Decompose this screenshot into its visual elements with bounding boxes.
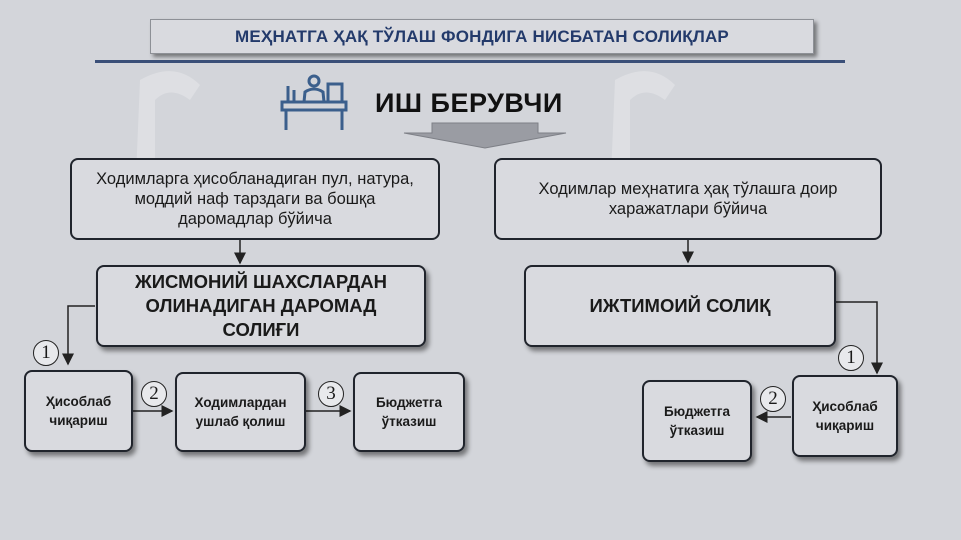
right-basis-text: Ходимлар меҳнатига ҳақ тўлашга доир хара… <box>538 180 838 218</box>
left-step-1-box: Ҳисоблаб чиқариш <box>24 370 133 452</box>
right-basis-box: Ходимлар меҳнатига ҳақ тўлашга доир хара… <box>494 158 882 240</box>
left-step-2-box: Ходимлардан ушлаб қолиш <box>175 372 306 452</box>
left-step-2-label: Ходимлардан ушлаб қолиш <box>194 395 287 429</box>
right-step-1-box: Ҳисоблаб чиқариш <box>792 375 898 457</box>
left-tax-box: ЖИСМОНИЙ ШАХСЛАРДАН ОЛИНАДИГАН ДАРОМАД С… <box>96 265 426 347</box>
left-step-3-label: Бюджетга ўтказиш <box>375 395 443 429</box>
left-step-1-number: 1 <box>33 340 59 366</box>
right-step-2-label: Бюджетга ўтказиш <box>663 404 731 438</box>
right-step-2-box: Бюджетга ўтказиш <box>642 380 752 462</box>
left-step-2-number: 2 <box>141 381 167 407</box>
title-underline <box>95 60 845 63</box>
left-step-1-label: Ҳисоблаб чиқариш <box>45 394 112 428</box>
right-tax-text: ИЖТИМОИЙ СОЛИҚ <box>589 295 771 316</box>
right-step-1-label: Ҳисоблаб чиқариш <box>812 399 878 433</box>
left-step-3-number: 3 <box>318 381 344 407</box>
employer-label: ИШ БЕРУВЧИ <box>375 88 563 118</box>
right-tax-box: ИЖТИМОИЙ СОЛИҚ <box>524 265 836 347</box>
left-basis-text: Ходимларга ҳисобланадиган пул, натура, м… <box>96 170 414 228</box>
left-step-3-box: Бюджетга ўтказиш <box>353 372 465 452</box>
right-step-1-number: 1 <box>838 345 864 371</box>
employer-arrow <box>403 122 567 149</box>
page-title-text: МЕҲНАТГА ҲАҚ ТЎЛАШ ФОНДИГА НИСБАТАН СОЛИ… <box>235 26 729 46</box>
right-step-2-number: 2 <box>760 386 786 412</box>
left-basis-box: Ходимларга ҳисобланадиган пул, натура, м… <box>70 158 440 240</box>
page-title: МЕҲНАТГА ҲАҚ ТЎЛАШ ФОНДИГА НИСБАТАН СОЛИ… <box>150 19 814 54</box>
left-tax-text: ЖИСМОНИЙ ШАХСЛАРДАН ОЛИНАДИГАН ДАРОМАД С… <box>135 271 387 340</box>
employer-desk-icon <box>278 72 350 132</box>
